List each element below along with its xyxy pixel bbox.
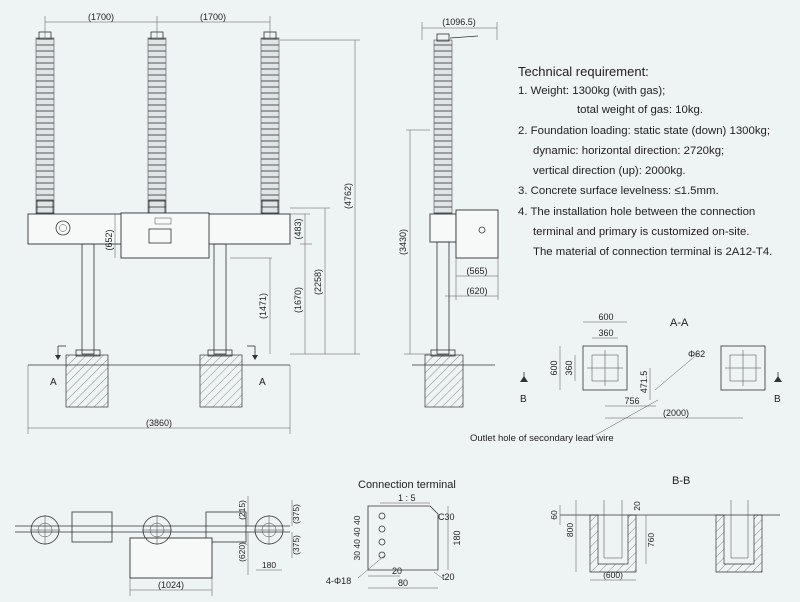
section-bb-foundation-right: [715, 514, 763, 573]
side-foundation: [424, 354, 464, 408]
terminal-thickness: t20: [442, 572, 455, 582]
front-insulator-left: [35, 31, 55, 215]
dim-1024: (1024): [158, 580, 184, 590]
dim-375-a: (375): [291, 504, 301, 524]
dim-aa-471: 471.5: [639, 371, 649, 394]
terminal-plate: [367, 505, 439, 571]
side-tank: [429, 213, 457, 243]
dim-cabinet-height: (652): [104, 229, 114, 250]
section-a-left-label: A: [50, 377, 57, 388]
outlet-hole-label: Outlet hole of secondary lead wire: [470, 433, 614, 444]
side-cabinet: [455, 209, 499, 259]
front-total-width: (3860): [27, 365, 291, 434]
dim-spacing-left: (1700): [88, 12, 114, 22]
dim-top-620: (620): [237, 542, 247, 562]
section-b-left-label: B: [520, 394, 527, 405]
terminal-dim-20: 20: [392, 566, 402, 576]
connection-terminal: Connection terminal 1 : 5 C30 180 30 40 …: [326, 479, 462, 589]
bb-dim-20: 20: [632, 501, 642, 511]
terminal-title: Connection terminal: [358, 479, 456, 491]
front-valve: [55, 220, 71, 236]
terminal-chamfer: C30: [438, 512, 455, 522]
side-leg: [436, 241, 450, 355]
section-a-right-label: A: [259, 377, 266, 388]
top-view-pole-middle: [142, 515, 172, 545]
dim-aa-2000: (2000): [663, 408, 689, 418]
section-aa: A-A 600 360 600 360 Φ62 471.5 756 (2000)…: [470, 312, 782, 444]
front-view: (1700) (1700): [27, 12, 360, 434]
dim-375-b: (375): [291, 535, 301, 555]
top-view-pole-left: [30, 515, 60, 545]
side-insulator: [433, 33, 479, 215]
section-bb: B-B 60 800 20 760 (600): [549, 475, 780, 581]
front-vertical-dimensions: (652) (1471) (483) (1670) (2258) (4762): [104, 39, 360, 355]
section-bb-title: B-B: [672, 475, 690, 487]
side-view: (1096.5) (3430) (565) (620): [398, 17, 499, 408]
dim-top-180: 180: [262, 560, 276, 570]
requirement-line-2: total weight of gas: 10kg.: [577, 104, 704, 116]
dim-2258: (2258): [313, 269, 323, 295]
dim-side-top-width: (1096.5): [442, 17, 476, 27]
requirement-line-1: 1. Weight: 1300kg (with gas);: [518, 85, 666, 97]
dim-aa-600-top: 600: [598, 312, 613, 322]
requirement-line-5: vertical direction (up): 2000kg.: [533, 165, 686, 177]
dim-total-width: (3860): [146, 418, 172, 428]
requirement-line-4: dynamic: horizontal direction: 2720kg;: [533, 145, 725, 157]
section-aa-footing-right: [720, 345, 766, 391]
front-insulator-middle: [147, 31, 167, 215]
terminal-holes: 4-Φ18: [326, 576, 351, 586]
section-b-right-label: B: [774, 394, 781, 405]
requirement-line-7: 4. The installation hole between the con…: [518, 206, 756, 218]
terminal-hole-spacing: 30 40 40 40: [352, 515, 362, 560]
section-bb-foundation-left: [589, 514, 637, 573]
section-marker-a: A A: [50, 345, 266, 388]
section-aa-footing-left: [582, 345, 628, 391]
top-view-cabinet: [129, 537, 213, 579]
dim-aa-756: 756: [624, 396, 639, 406]
section-aa-title: A-A: [670, 317, 689, 329]
dim-1471: (1471): [258, 293, 268, 319]
requirement-line-8: terminal and primary is customized on-si…: [533, 226, 750, 238]
dim-aa-600-side: 600: [549, 360, 559, 375]
dim-spacing-right: (1700): [200, 12, 226, 22]
terminal-slope: 1 : 5: [398, 493, 416, 503]
bb-dim-800: 800: [565, 523, 575, 537]
requirement-line-6: 3. Concrete surface levelness: ≤1.5mm.: [518, 185, 719, 197]
dim-483: (483): [293, 218, 303, 239]
requirement-line-3: 2. Foundation loading: static state (dow…: [518, 125, 771, 137]
bb-dim-760: 760: [646, 533, 656, 547]
dim-aa-360-side: 360: [564, 360, 574, 375]
top-view: (215) (375) (375) (620) 180 (1024): [15, 496, 301, 596]
requirements-title: Technical requirement:: [518, 64, 649, 79]
dim-1670: (1670): [293, 287, 303, 313]
terminal-dim-80: 80: [398, 578, 408, 588]
bb-dim-600: (600): [603, 570, 623, 580]
front-foundation-left: [65, 354, 109, 408]
dim-215: (215): [237, 500, 247, 520]
hole-diameter-label: Φ62: [688, 349, 705, 359]
front-foundation-right: [199, 354, 243, 408]
front-insulator-right: [260, 31, 280, 215]
dim-aa-360-top: 360: [598, 328, 613, 338]
requirement-line-9: The material of connection terminal is 2…: [533, 246, 773, 258]
dim-4762: (4762): [343, 183, 353, 209]
dim-side-620: (620): [466, 286, 487, 296]
operating-mechanism-cabinet: [120, 212, 210, 259]
dim-side-565: (565): [466, 266, 487, 276]
terminal-dim-180: 180: [452, 530, 462, 545]
dim-3430: (3430): [398, 229, 408, 255]
front-top-dimensions: (1700) (1700): [44, 12, 271, 40]
bb-dim-60: 60: [549, 510, 559, 520]
front-support-legs: [75, 243, 233, 357]
top-view-pole-right: [254, 515, 284, 545]
